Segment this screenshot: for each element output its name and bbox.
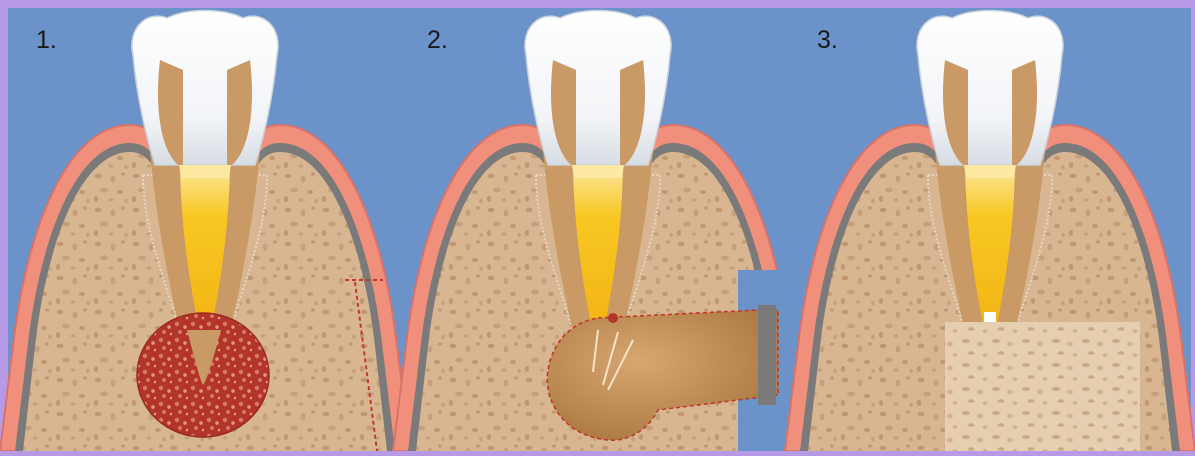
step-number-3: 3.: [817, 26, 838, 55]
step-number-2: 2.: [427, 26, 448, 55]
retracted-flap: [758, 305, 776, 405]
resected-root-tip: [608, 313, 618, 323]
root-seal: [984, 312, 996, 322]
step-number-1: 1.: [36, 26, 57, 55]
bone-graft: [945, 322, 1140, 451]
